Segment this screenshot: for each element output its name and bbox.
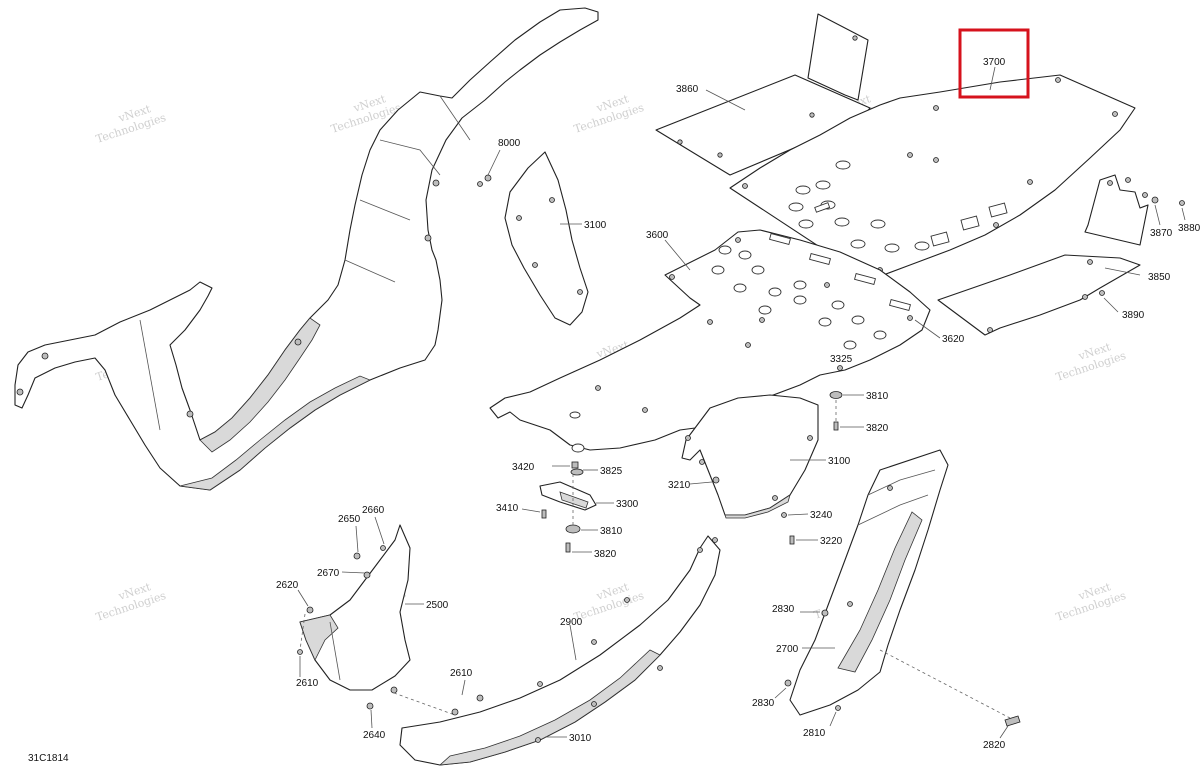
part-label: 3420 (512, 462, 535, 473)
part-3100-upper: 3100 (504, 151, 607, 326)
part-3100-lower: 3100 (681, 394, 851, 519)
part-label: 3820 (594, 549, 617, 560)
part-label: 3890 (1122, 310, 1145, 321)
part-label: 3300 (616, 499, 639, 510)
part-label: 8000 (498, 138, 521, 149)
part-label: 2610 (450, 668, 473, 679)
part-label: 3010 (569, 733, 592, 744)
part-3300-bracket: 3300 3420 3825 3410 3810 3820 (496, 461, 639, 560)
part-3210-3240-3220: 3210 3240 3220 (668, 476, 843, 547)
part-label: 3220 (820, 536, 843, 547)
part-label: 2820 (983, 740, 1006, 751)
part-label: 3850 (1148, 272, 1171, 283)
part-label: 3700 (983, 57, 1006, 68)
part-label: 3870 (1150, 228, 1173, 239)
part-label: 3620 (942, 334, 965, 345)
part-3810-upper: 3810 3820 (829, 391, 889, 434)
part-label: 3810 (600, 526, 623, 537)
part-label: 3210 (668, 480, 691, 491)
part-8000: 8000 (477, 138, 521, 187)
part-label: 2610 (296, 678, 319, 689)
part-label: 2900 (560, 617, 583, 628)
part-label: 2640 (363, 730, 386, 741)
part-label: 2700 (776, 644, 799, 655)
part-label: 3600 (646, 230, 669, 241)
part-3870-bracket: 3870 3880 (1084, 174, 1200, 246)
part-label: 2660 (362, 505, 385, 516)
part-label: 2650 (338, 514, 361, 525)
part-label: 3100 (584, 220, 607, 231)
part-label: 2500 (426, 600, 449, 611)
part-2700-panel: 2830 2700 2830 2810 2820 (752, 449, 1021, 751)
part-label: 2810 (803, 728, 826, 739)
part-2500-panel: 2500 2650 2660 2670 2620 2610 2610 2640 (276, 505, 473, 741)
part-label: 3860 (676, 84, 699, 95)
part-3600: 3600 3620 3325 (489, 229, 965, 453)
part-label: 3810 (866, 391, 889, 402)
part-label: 3825 (600, 466, 623, 477)
part-label: 2830 (772, 604, 795, 615)
part-label: 3100 (828, 456, 851, 467)
part-3700: 3700 (729, 57, 1136, 281)
part-label: 2830 (752, 698, 775, 709)
part-label: 3325 (830, 354, 853, 365)
part-label: 2620 (276, 580, 299, 591)
part-label: 3410 (496, 503, 519, 514)
part-3850-panel: 3850 3890 (937, 254, 1171, 336)
side-frame-panel (14, 7, 599, 491)
diagram-code: 31C1814 (28, 753, 69, 764)
highlight-box (958, 28, 1030, 99)
part-label: 3240 (810, 510, 833, 521)
part-label: 3880 (1178, 223, 1200, 234)
part-label: 2670 (317, 568, 340, 579)
part-label: 3820 (866, 423, 889, 434)
part-2900-panel: 2900 3010 (399, 535, 721, 766)
